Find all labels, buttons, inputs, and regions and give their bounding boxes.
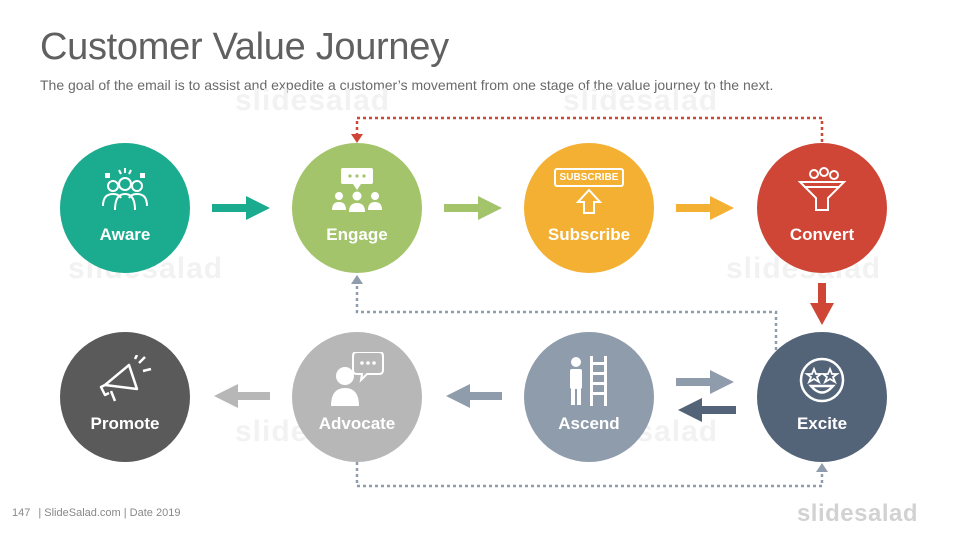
stage-label: Promote <box>90 414 160 433</box>
arrow-ascend-to-excite <box>676 370 734 394</box>
subscribe-badge: SUBSCRIBE <box>553 167 625 187</box>
stage-subscribe: SUBSCRIBE Subscribe <box>524 143 654 273</box>
arrow-excite-to-ascend <box>678 398 736 422</box>
arrow-engage-to-subscribe <box>444 196 502 220</box>
stage-excite: Excite <box>757 332 887 462</box>
person-ladder-icon <box>564 352 614 408</box>
speaker-chat-icon <box>329 352 385 408</box>
stage-promote: Promote <box>60 332 190 462</box>
subscribe-button-icon: SUBSCRIBE <box>553 163 625 219</box>
loop-convert-to-engage <box>351 116 824 143</box>
stage-label: Advocate <box>318 414 396 433</box>
stage-label: Convert <box>789 225 855 244</box>
stage-advocate: Advocate <box>292 332 422 462</box>
slide-subtitle: The goal of the email is to assist and e… <box>40 77 774 93</box>
arrow-ascend-to-advocate <box>446 384 502 408</box>
page-number: 147 <box>12 507 31 519</box>
meeting-chat-icon <box>329 163 385 219</box>
slide-title: Customer Value Journey <box>40 26 449 68</box>
loop-excite-to-engage <box>351 275 778 350</box>
people-group-icon <box>97 163 153 219</box>
stage-engage: Engage <box>292 143 422 273</box>
stage-label: Aware <box>99 225 151 244</box>
stage-ascend: Ascend <box>524 332 654 462</box>
arrow-convert-to-excite <box>810 283 834 325</box>
star-eyes-face-icon <box>797 352 847 408</box>
arrow-aware-to-engage <box>212 196 270 220</box>
arrow-advocate-to-promote <box>214 384 270 408</box>
stage-label: Subscribe <box>547 225 631 244</box>
brand-logo: slidesalad <box>796 500 918 527</box>
stage-label: Engage <box>326 225 388 244</box>
funnel-coins-icon <box>794 163 850 219</box>
stage-label: Ascend <box>558 414 620 433</box>
megaphone-icon <box>97 352 153 408</box>
footer-text: | SlideSalad.com | Date 2019 <box>38 507 181 519</box>
footer: 147 | SlideSalad.com | Date 2019 <box>12 507 180 519</box>
loop-advocate-to-excite <box>355 462 828 488</box>
stage-aware: Aware <box>60 143 190 273</box>
arrow-subscribe-to-convert <box>676 196 734 220</box>
stage-label: Excite <box>796 414 848 433</box>
stage-convert: Convert <box>757 143 887 273</box>
